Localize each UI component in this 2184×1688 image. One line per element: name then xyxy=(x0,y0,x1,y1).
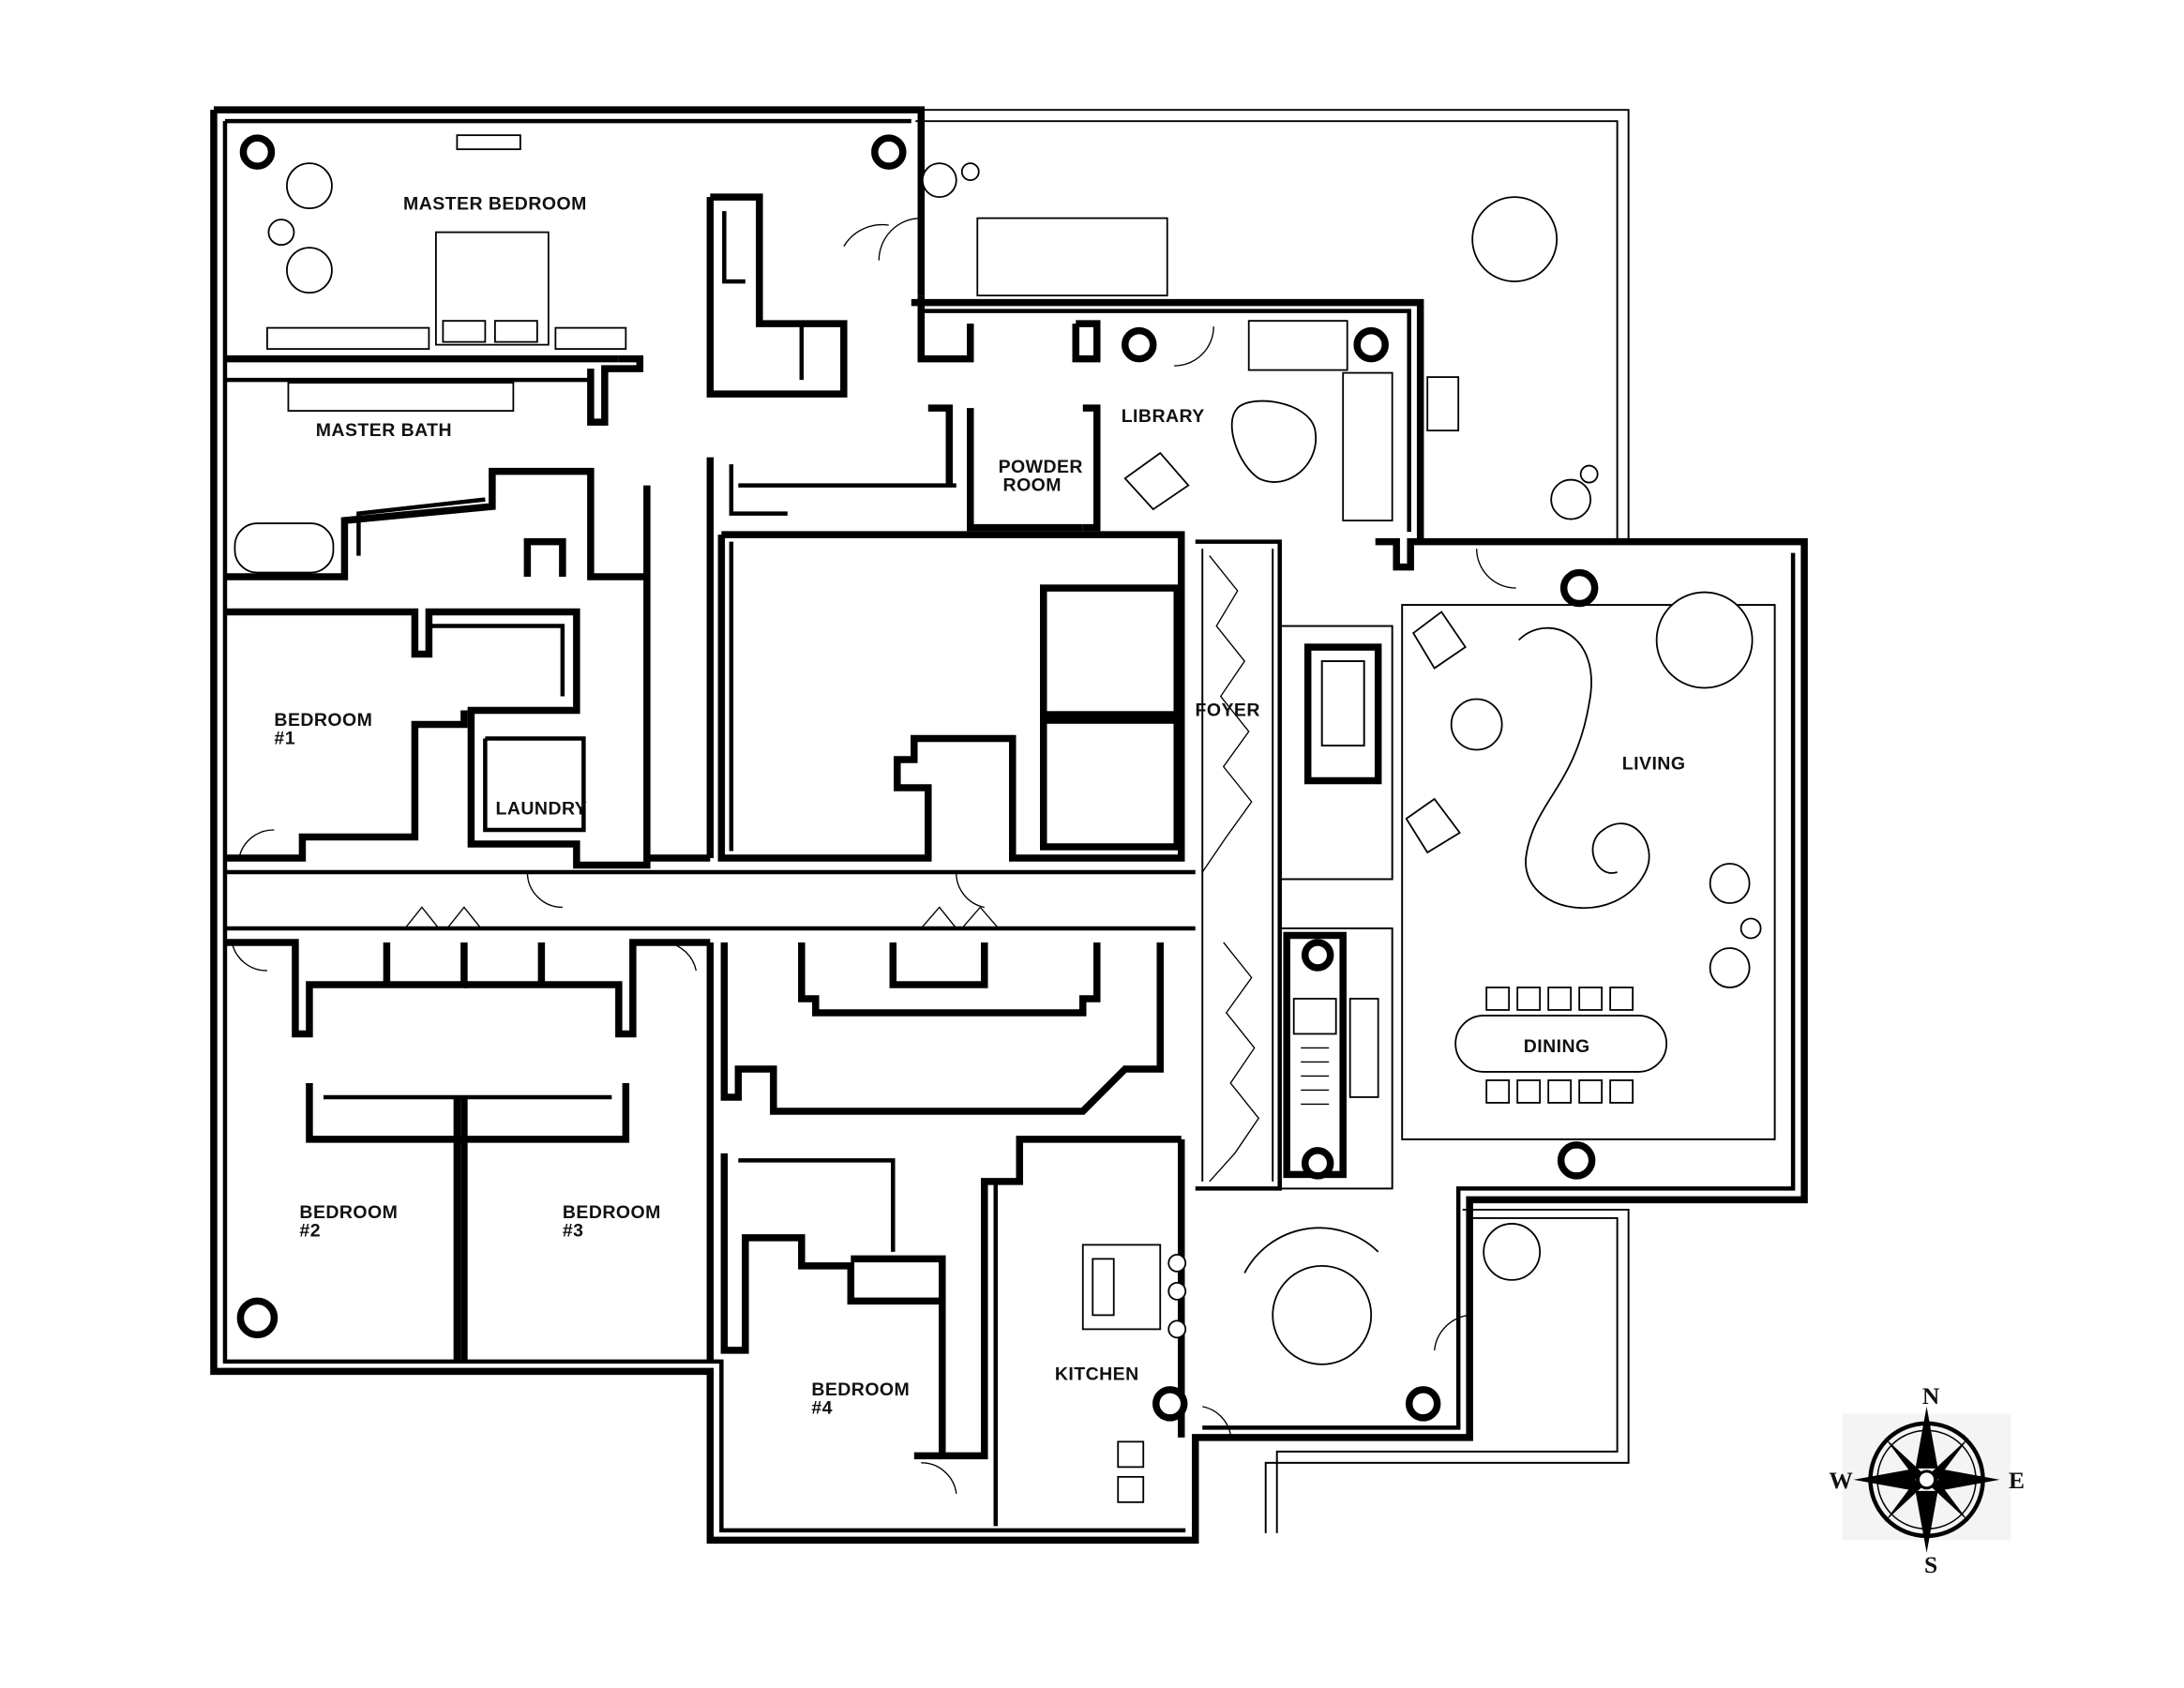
compass-east-point xyxy=(1937,1468,2000,1491)
compass-label-south: S xyxy=(1924,1551,1937,1578)
door-swings xyxy=(231,217,1516,1494)
room-label-living: LIVING xyxy=(1622,754,1686,775)
room-label-kitchen: KITCHEN xyxy=(1055,1364,1139,1384)
compass-rose: N S W E xyxy=(1829,1382,2025,1578)
room-label-library: LIBRARY xyxy=(1122,406,1205,427)
compass-label-east: E xyxy=(2009,1467,2025,1494)
compass-south-point xyxy=(1915,1490,1938,1553)
room-label-powder-room-line2: ROOM xyxy=(1003,475,1062,496)
room-labels: MASTER BEDROOM MASTER BATH LIBRARY POWDE… xyxy=(274,194,1685,1419)
room-label-bedroom-4-line2: #4 xyxy=(811,1397,833,1418)
room-label-foyer: FOYER xyxy=(1196,701,1260,721)
room-label-bedroom-3-line1: BEDROOM xyxy=(563,1202,661,1223)
room-label-bedroom-4-line1: BEDROOM xyxy=(811,1379,910,1400)
interior-walls xyxy=(224,193,1776,1527)
room-label-bedroom-2-line2: #2 xyxy=(299,1220,321,1241)
room-label-bedroom-3-line2: #3 xyxy=(563,1220,584,1241)
terrace-outlines xyxy=(915,109,1630,1533)
room-label-bedroom-2-line1: BEDROOM xyxy=(299,1202,398,1223)
room-label-master-bath: MASTER BATH xyxy=(316,420,452,441)
compass-north-point xyxy=(1915,1406,1938,1469)
room-label-powder-room-line1: POWDER xyxy=(999,457,1083,477)
fireplace-units xyxy=(1278,625,1393,1190)
compass-label-north: N xyxy=(1922,1382,1940,1409)
compass-label-west: W xyxy=(1829,1467,1853,1494)
room-label-bedroom-1-line1: BEDROOM xyxy=(274,710,372,731)
room-label-master-bedroom: MASTER BEDROOM xyxy=(403,194,587,215)
room-label-bedroom-1-line2: #1 xyxy=(274,729,295,749)
furniture xyxy=(233,134,1762,1503)
room-label-dining: DINING xyxy=(1524,1036,1590,1057)
compass-west-point xyxy=(1853,1468,1916,1491)
room-label-laundry: LAUNDRY xyxy=(496,799,588,820)
foyer-screen xyxy=(1201,555,1260,1183)
